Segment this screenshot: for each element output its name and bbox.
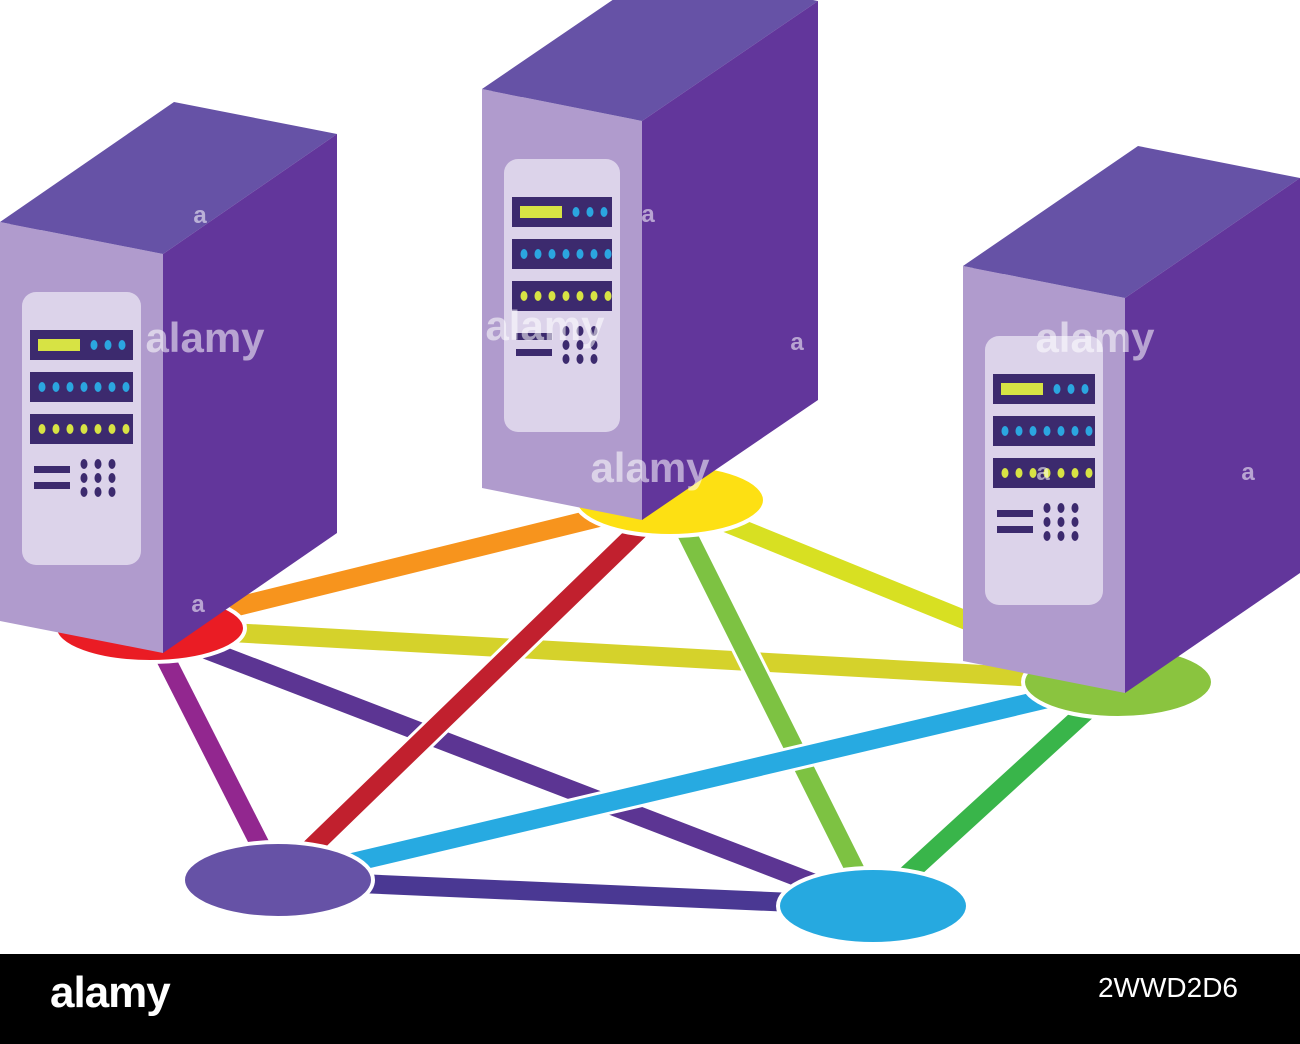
link-green-blue <box>864 672 1127 916</box>
watermark-letter: a <box>1036 459 1050 486</box>
network-links <box>138 487 1127 919</box>
footer-bar: alamy 2WWD2D6 <box>0 954 1300 1044</box>
server-side-face <box>163 134 337 653</box>
link-purple-blue <box>277 867 874 919</box>
rack-slot <box>993 458 1095 488</box>
node-blue <box>776 866 970 946</box>
server-side-face <box>1125 178 1300 693</box>
link-red-purple <box>138 622 290 886</box>
link-yellow-blue <box>658 494 885 912</box>
watermark-text: alamy <box>485 302 605 349</box>
server-left <box>0 102 337 653</box>
rack-slot <box>512 197 612 227</box>
watermark-letter: a <box>790 329 804 356</box>
rack-slot <box>993 374 1095 404</box>
rack-slot <box>30 330 133 360</box>
server-top-face <box>0 102 337 254</box>
server-controls <box>34 459 116 497</box>
server-network-illustration: alamy alamy alamy alamy a a a a a a a a <box>0 0 1300 946</box>
link-red-yellow <box>147 487 673 641</box>
server-top-face <box>482 0 818 121</box>
server-controls <box>997 503 1079 541</box>
rack-slot <box>512 239 612 269</box>
watermark-letter: a <box>641 201 655 228</box>
watermark-letter: a <box>343 459 357 486</box>
server-right <box>963 146 1300 693</box>
link-yellow-purple <box>269 491 679 889</box>
server-controls <box>516 326 598 364</box>
watermark-text: alamy <box>590 444 710 491</box>
link-red-blue <box>145 616 878 918</box>
rack-slot <box>993 416 1095 446</box>
watermark-overlay: alamy alamy alamy alamy a a a a a a a a <box>145 201 1255 618</box>
servers <box>0 0 1300 693</box>
link-red-green <box>149 615 1119 695</box>
rack-slot <box>30 372 133 402</box>
watermark-letter: a <box>643 591 657 618</box>
footer-image-id: 2WWD2D6 <box>1097 972 1238 1003</box>
watermark-letter: a <box>191 591 205 618</box>
link-green-purple <box>275 669 1121 893</box>
server-side-face <box>642 1 818 520</box>
watermark-text: alamy <box>1035 314 1155 361</box>
node-purple <box>181 840 375 920</box>
footer-logo: alamy <box>50 968 171 1017</box>
server-top-face <box>963 146 1300 298</box>
watermark-letter: a <box>1241 459 1255 486</box>
rack-slot <box>512 281 612 311</box>
watermark-text: alamy <box>145 314 265 361</box>
watermark-letter: a <box>193 202 207 229</box>
rack-slot <box>30 414 133 444</box>
server-center <box>482 0 818 520</box>
